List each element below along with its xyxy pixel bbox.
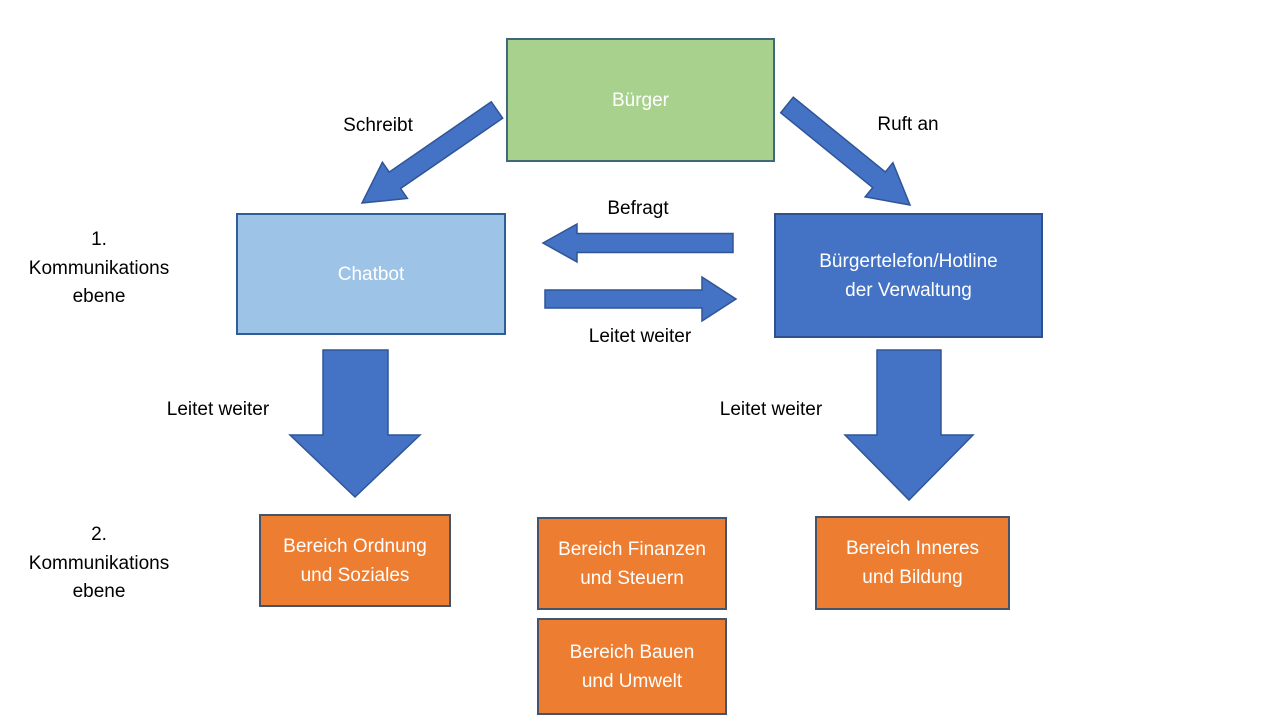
node-bereich-inneres-bildung: Bereich Inneres und Bildung <box>815 516 1010 610</box>
edge-label-leitet-weiter-links: Leitet weiter <box>166 399 270 420</box>
node-bereich-inneres-bildung-label: Bereich Inneres und Bildung <box>845 538 980 588</box>
node-buergertelefon-hotline-label: Bürgertelefon/Hotline der Verwaltung <box>819 250 998 301</box>
node-bereich-bauen-umwelt: Bereich Bauen und Umwelt <box>537 618 727 715</box>
arrow-leitet-weiter-right <box>544 275 738 323</box>
edge-label-leitet-weiter-rechts: Leitet weiter <box>719 399 823 420</box>
node-chatbot: Chatbot <box>236 213 506 335</box>
node-buerger-label: Bürger <box>611 89 670 111</box>
arrow-down-left <box>288 349 422 499</box>
node-chatbot-label: Chatbot <box>337 263 405 285</box>
node-buerger: Bürger <box>506 38 775 162</box>
node-bereich-bauen-umwelt-label: Bereich Bauen und Umwelt <box>569 641 695 692</box>
node-bereich-ordnung-soziales-label: Bereich Ordnung und Soziales <box>283 535 427 586</box>
level-label-kommunikationsebene-2: 2. Kommunikations ebene <box>28 524 170 602</box>
arrow-befragt-left <box>541 222 734 264</box>
arrow-down-right <box>843 349 975 502</box>
arrow-ruft-an-diagonal <box>779 96 912 206</box>
node-bereich-finanzen-steuern: Bereich Finanzen und Steuern <box>537 517 727 610</box>
node-bereich-finanzen-steuern-label: Bereich Finanzen und Steuern <box>558 538 706 589</box>
arrow-schreibt-diagonal <box>360 100 504 204</box>
edge-label-ruft-an: Ruft an <box>877 114 939 135</box>
edge-label-schreibt: Schreibt <box>343 115 413 136</box>
level-label-kommunikationsebene-1: 1. Kommunikations ebene <box>28 229 170 307</box>
edge-label-leitet-weiter-mitte: Leitet weiter <box>588 326 692 347</box>
edge-label-befragt: Befragt <box>607 198 669 219</box>
node-bereich-ordnung-soziales: Bereich Ordnung und Soziales <box>259 514 451 607</box>
node-buergertelefon-hotline: Bürgertelefon/Hotline der Verwaltung <box>774 213 1043 338</box>
